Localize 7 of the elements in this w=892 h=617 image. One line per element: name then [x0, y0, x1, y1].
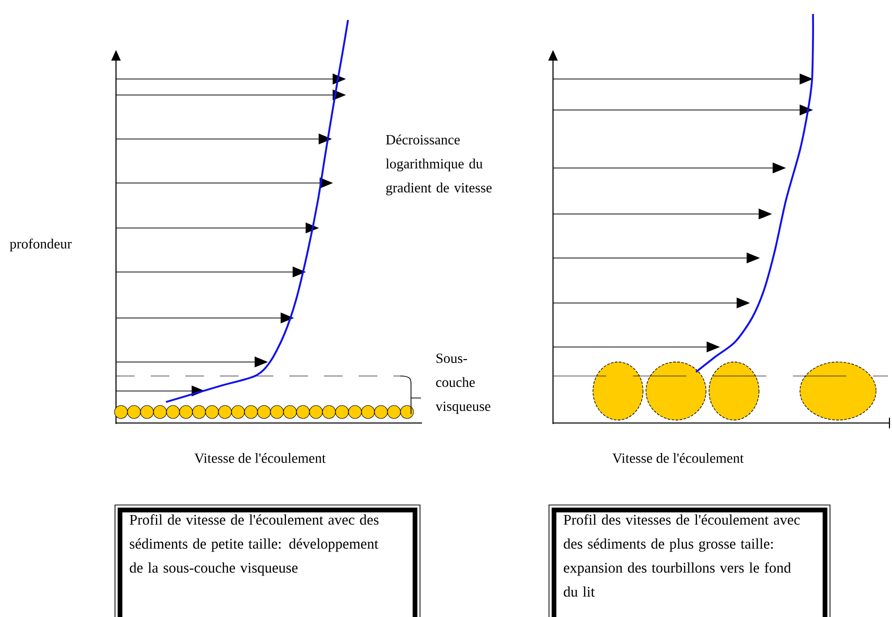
caption-box: Profil de vitesse de l'écoulement avec des sédiments de petite taille: développement de la sous-couche visqueuse	[114, 504, 420, 617]
axis-label: profondeur	[10, 238, 72, 252]
annotation-text: Décroissance logarithmique du gradient de vitesse	[386, 134, 492, 196]
axis-label: Vitesse de l'écoulement	[612, 453, 744, 463]
annotation-text: Sous-couche visqueuse	[436, 354, 490, 414]
caption-box: Profil des vitesses de l'écoulement avec des sédiments de plus grosse taille: expansion des tourbillons vers le fond du lit	[548, 504, 830, 617]
axis-label: Vitesse de l'écoulement	[194, 453, 326, 463]
